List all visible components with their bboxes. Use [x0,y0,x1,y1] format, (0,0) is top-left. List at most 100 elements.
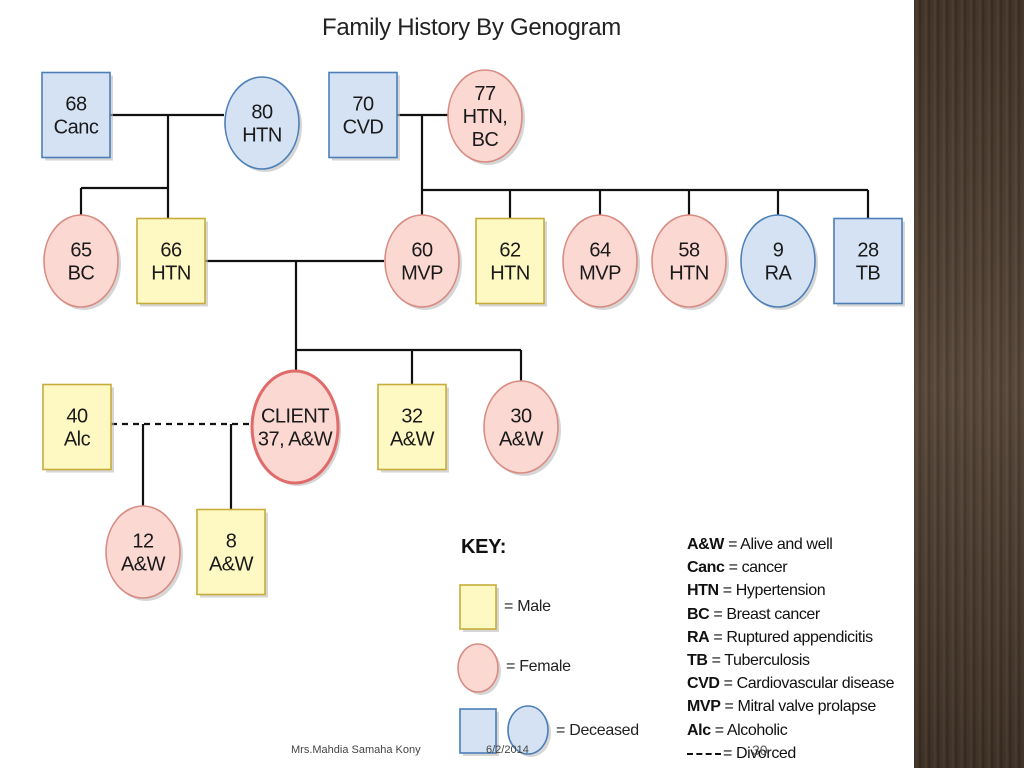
abbr-row: Alc = Alcoholic [687,721,788,739]
member-label: A&W [390,429,435,451]
family-member-sister30: 30A&W [483,380,561,476]
member-label: 65 [70,240,92,262]
female-symbol [483,380,559,474]
key-male-label: = Male [504,598,551,615]
key-male-symbol [459,584,497,630]
male-symbol [328,71,398,159]
female-symbol [105,505,181,599]
male-symbol [42,383,112,471]
male-symbol [833,217,903,305]
key-title: KEY: [461,536,507,558]
abbr-row: TB = Tuberculosis [687,652,810,670]
abbr-row: MVP = Mitral valve prolapse [687,698,876,716]
abbreviation-legend: A&W = Alive and well Canc = cancer HTN =… [687,533,912,765]
member-label: MVP [579,263,621,285]
abbr-row: CVD = Cardiovascular disease [687,675,895,693]
member-label: HTN [669,263,709,285]
slide-title: Family History By Genogram [322,14,621,41]
family-members: 68Canc80HTN70CVD77HTN,BC65BC66HTN60MVP62… [41,69,905,601]
member-label: 58 [678,240,700,262]
family-member-aunt9: 9RA [740,214,818,310]
member-label: 77 [474,83,496,105]
member-label: MVP [401,263,443,285]
member-label: 80 [251,102,273,124]
female-symbol [250,369,340,485]
male-symbol [136,217,206,305]
key-symbols [457,584,551,757]
member-label: Alc [64,429,91,451]
member-label: Canc [54,117,99,139]
member-label: BC [472,129,499,151]
member-label: HTN, [463,106,508,128]
member-label: A&W [499,429,544,451]
member-label: CLIENT [261,406,329,428]
abbr-row: Canc = cancer [687,559,788,577]
member-label: 37, A&W [258,429,333,451]
genogram-diagram: 68Canc80HTN70CVD77HTN,BC65BC66HTN60MVP62… [41,69,905,757]
member-label: A&W [209,554,254,576]
member-label: 28 [857,240,879,262]
abbr-row-divorced: = Divorced [687,742,912,765]
member-label: 32 [401,406,423,428]
footer-page-number: 30 [752,742,768,758]
member-label: 9 [773,240,784,262]
female-symbol [447,69,523,163]
member-label: 68 [65,94,87,116]
member-label: 30 [510,406,532,428]
abbr-row: RA = Ruptured appendicitis [687,628,873,646]
dashed-line-icon [687,752,721,755]
member-label: A&W [121,554,166,576]
family-member-brother32: 32A&W [377,383,449,473]
member-label: RA [765,263,793,285]
member-label: HTN [490,263,530,285]
male-symbol [196,508,266,596]
member-label: 70 [352,94,374,116]
relationship-lines [79,113,870,509]
abbr-row: A&W = Alive and well [687,536,833,553]
key-deceased-circle [507,705,549,755]
member-label: 12 [132,531,154,553]
family-member-son8: 8A&W [196,508,268,598]
male-symbol [475,217,545,305]
member-label: 8 [226,531,237,553]
abbr-row: HTN = Hypertension [687,582,826,600]
female-symbol [562,214,638,308]
member-label: 64 [589,240,611,262]
member-label: 62 [499,240,521,262]
key-female-label: = Female [506,658,571,675]
decorative-sidebar [914,0,1024,768]
member-label: 60 [411,240,433,262]
male-symbol [377,383,447,471]
key-deceased-label: = Deceased [556,722,639,739]
female-symbol [651,214,727,308]
member-label: HTN [242,125,282,147]
member-label: 66 [160,240,182,262]
member-label: 40 [66,406,88,428]
member-label: BC [68,263,95,285]
member-label: CVD [343,117,384,139]
family-member-daughter12: 12A&W [105,505,183,601]
key-deceased-square [459,708,497,754]
male-symbol [41,71,111,159]
female-symbol [740,214,816,308]
footer-date: 6/2/2014 [486,744,529,756]
member-label: HTN [151,263,191,285]
abbr-row: BC = Breast cancer [687,605,820,623]
female-symbol [224,76,300,170]
footer-author: Mrs.Mahdia Samaha Kony [291,744,421,756]
female-symbol [384,214,460,308]
